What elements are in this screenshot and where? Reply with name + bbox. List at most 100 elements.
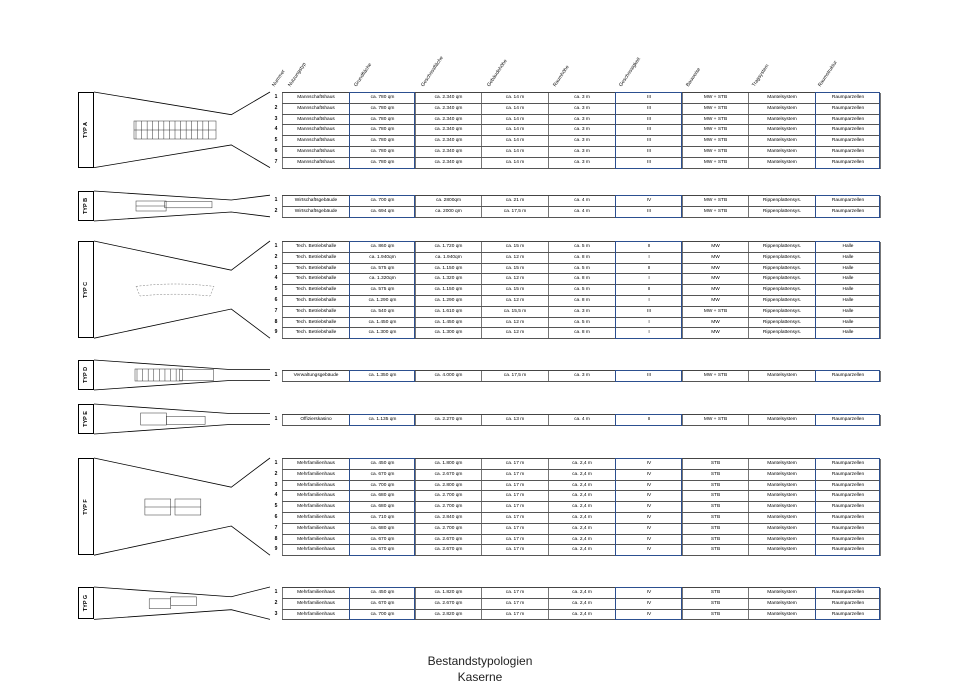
table-cell: ca. 17 m: [481, 513, 548, 523]
building-plan-icon: [132, 593, 218, 617]
table-cell: II: [615, 285, 682, 295]
table-cell: ca. 780 qm: [349, 125, 415, 136]
table-cell: ca. 5 m: [548, 317, 615, 328]
column-header-6: Geschossigkeit: [618, 56, 642, 88]
building-plan-icon: [132, 366, 218, 389]
row-number: 4: [274, 492, 278, 499]
typology-label-text: TYP B: [83, 197, 89, 214]
table-cell: ca. 2.270 qm: [415, 415, 481, 425]
row-number: 4: [274, 275, 278, 282]
table-cell: Raumparzellen: [815, 93, 880, 103]
table-cell: Rippenplattensys.: [748, 317, 815, 328]
row-number: 1: [274, 460, 278, 466]
table-cell: MW: [682, 285, 748, 295]
table-cell: Tech. Betriebshalle: [282, 263, 349, 274]
table-cell: Halle: [815, 328, 880, 339]
table-cell: MW + STB: [682, 206, 748, 217]
table-cell: Mantelsystem: [748, 371, 815, 381]
table-cell: Raumparzellen: [815, 415, 880, 425]
table-cell: ca. 17 m: [481, 545, 548, 556]
table-cell: ca. 13 m: [481, 415, 548, 425]
table-cell: III: [615, 136, 682, 146]
table-cell: ca. 1.300 qm: [349, 328, 415, 339]
table-cell: IV: [615, 523, 682, 534]
table-cell: ca. 15 m: [481, 242, 548, 252]
typology-label: TYP A: [78, 92, 94, 168]
row-number: 1: [274, 243, 278, 249]
table-cell: Mehrfamilienhaus: [282, 459, 349, 469]
table-cell: IV: [615, 609, 682, 620]
table-cell: ca. 3 m: [548, 157, 615, 168]
table-cell: ca. 2,4 m: [548, 513, 615, 523]
table-cell: Mannschaftshaus: [282, 147, 349, 157]
table-cell: III: [615, 206, 682, 217]
row-number: 5: [274, 286, 278, 293]
table-cell: ca. 450 qm: [349, 459, 415, 469]
column-header-1: Nutzungstyp: [287, 61, 308, 88]
table-cell: ca. 17 m: [481, 469, 548, 480]
table-cell: MW + STB: [682, 125, 748, 136]
table-cell: ca. 2,4 m: [548, 534, 615, 545]
table-cell: Mannschaftshaus: [282, 93, 349, 103]
table-cell: Raumparzellen: [815, 545, 880, 556]
table-cell: ca. 2.670 qm: [415, 469, 481, 480]
table-cell: Mantelsystem: [748, 125, 815, 136]
table-cell: Tech. Betriebshalle: [282, 296, 349, 306]
table-cell: STB: [682, 480, 748, 491]
table-cell: ca. 17,5 m: [481, 206, 548, 217]
table-cell: ca. 780 qm: [349, 103, 415, 114]
table-cell: ca. 1.300 qm: [415, 328, 481, 339]
typology-label: TYP B: [78, 190, 94, 221]
row-number: 3: [274, 481, 278, 488]
row-number: 1: [274, 416, 278, 422]
table-cell: Rippenplattensys.: [748, 296, 815, 306]
table-cell: Raumparzellen: [815, 598, 880, 609]
row-number: 3: [274, 115, 278, 122]
table-cell: ca. 17 m: [481, 523, 548, 534]
table-cell: ca. 670 qm: [349, 534, 415, 545]
table-cell: Mantelsystem: [748, 147, 815, 157]
typology-label-text: TYP D: [83, 367, 89, 384]
table-cell: Rippenplattensys.: [748, 242, 815, 252]
row-number: 7: [274, 524, 278, 531]
table-cell: ca. 2,4 m: [548, 598, 615, 609]
table-cell: STB: [682, 491, 748, 502]
table-cell: ca. 670 qm: [349, 598, 415, 609]
table-cell: III: [615, 103, 682, 114]
table-cell: Rippenplattensys.: [748, 285, 815, 295]
table-cell: ca. 2.840 qm: [415, 513, 481, 523]
row-number: 1: [274, 589, 278, 595]
table-cell: ca. 1.320qm: [349, 274, 415, 285]
table-cell: ca. 780 qm: [349, 136, 415, 146]
table-cell: Mantelsystem: [748, 609, 815, 620]
table-cell: ca. 860 qm: [349, 242, 415, 252]
table-cell: II: [615, 415, 682, 425]
row-number: 1: [274, 94, 278, 100]
table-cell: ca. 1.350 qm: [349, 371, 415, 381]
table-cell: Mantelsystem: [748, 598, 815, 609]
table-cell: ca. 12 m: [481, 296, 548, 306]
table-cell: ca. 2.670 qm: [415, 534, 481, 545]
table-cell: ca. 2,4 m: [548, 459, 615, 469]
table-cell: Raumparzellen: [815, 469, 880, 480]
table-cell: MW + STB: [682, 415, 748, 425]
table-cell: Mehrfamilienhaus: [282, 513, 349, 523]
row-number: 3: [274, 610, 278, 617]
table-cell: Raumparzellen: [815, 534, 880, 545]
table-cell: III: [615, 147, 682, 157]
table-cell: ca. 1.135 qm: [349, 415, 415, 425]
row-number: 2: [274, 599, 278, 606]
table-cell: STB: [682, 523, 748, 534]
table-cell: IV: [615, 598, 682, 609]
table-cell: Mantelsystem: [748, 513, 815, 523]
typology-label: TYP E: [78, 404, 94, 435]
table-cell: Mehrfamilienhaus: [282, 491, 349, 502]
funnel-connector: [93, 457, 271, 556]
